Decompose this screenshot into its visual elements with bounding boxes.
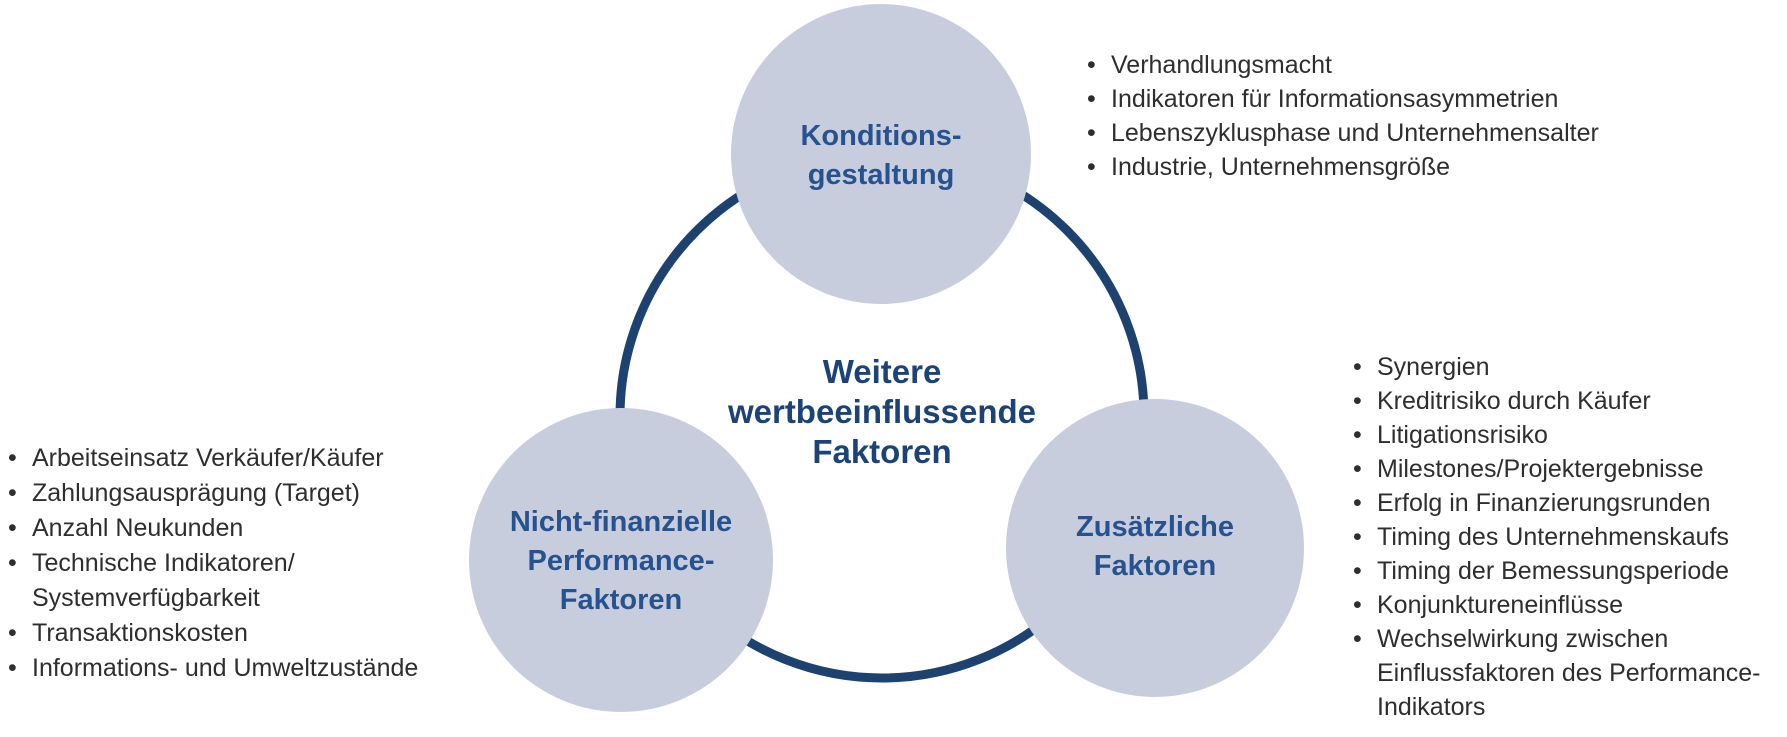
list-item: Indikatoren für Informationsasymmetrien: [1087, 82, 1727, 116]
node-circle-nicht-finanzielle-performance-faktoren: [469, 408, 773, 712]
list-item: Konjunktureneinflüsse: [1353, 588, 1787, 622]
node-label-konditionsgestaltung: Konditions- gestaltung: [800, 120, 962, 191]
list-item: Verhandlungsmacht: [1087, 48, 1727, 82]
node-circle-zusaetzliche-faktoren: [1006, 399, 1304, 697]
list-item: Litigationsrisiko: [1353, 418, 1787, 452]
list-item: Timing des Unternehmenskaufs: [1353, 520, 1787, 554]
list-item: Timing der Bemessungsperiode: [1353, 554, 1787, 588]
factor-list-nicht-finanzielle-performance-faktoren: Arbeitseinsatz Verkäufer/KäuferZahlungsa…: [8, 441, 458, 686]
list-item: Kreditrisiko durch Käufer: [1353, 384, 1787, 418]
list-item: Synergien: [1353, 350, 1787, 384]
list-item: Milestones/Projektergebnisse: [1353, 452, 1787, 486]
list-item: Wechselwirkung zwischen Einflussfaktoren…: [1353, 622, 1787, 724]
list-item: Erfolg in Finanzierungsrunden: [1353, 486, 1787, 520]
list-item: Lebenszyklusphase und Unternehmensalter: [1087, 116, 1727, 150]
node-label-zusaetzliche-faktoren: Zusätzliche Faktoren: [1076, 511, 1234, 582]
factor-list-konditionsgestaltung: VerhandlungsmachtIndikatoren für Informa…: [1087, 48, 1727, 184]
list-item: Zahlungsausprägung (Target): [8, 476, 458, 511]
list-item: Arbeitseinsatz Verkäufer/Käufer: [8, 441, 458, 476]
list-item: Informations- und Umweltzustände: [8, 651, 458, 686]
list-item: Technische Indikatoren/ Systemverfügbark…: [8, 546, 458, 616]
list-item: Industrie, Unternehmensgröße: [1087, 150, 1727, 184]
factor-list-zusaetzliche-faktoren: SynergienKreditrisiko durch KäuferLitiga…: [1353, 350, 1787, 724]
list-item: Transaktionskosten: [8, 616, 458, 651]
center-title: Weitere wertbeeinflussende Faktoren: [727, 353, 1037, 470]
node-circle-konditionsgestaltung: [731, 4, 1031, 304]
list-item: Anzahl Neukunden: [8, 511, 458, 546]
node-label-nicht-finanzielle-performance-faktoren: Nicht-finanzielle Performance- Faktoren: [509, 506, 733, 616]
